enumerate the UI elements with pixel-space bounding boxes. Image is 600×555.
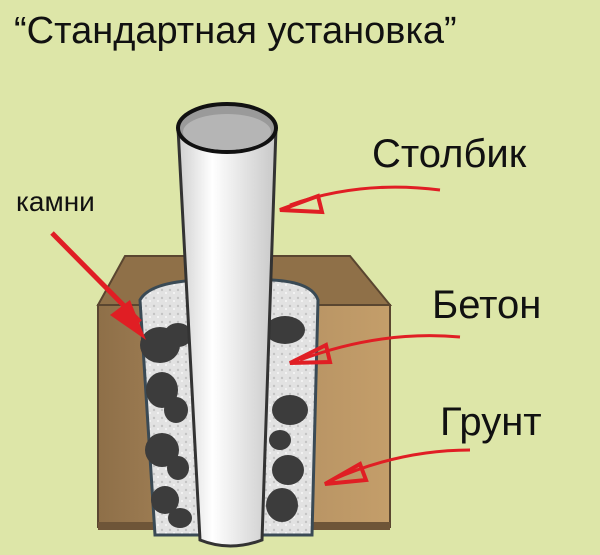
post <box>176 102 278 548</box>
label-soil: Грунт <box>440 400 542 444</box>
label-stones: камни <box>16 186 95 217</box>
label-concrete: Бетон <box>432 283 542 327</box>
arrow-post <box>279 185 441 215</box>
diagram-title: “Стандартная установка” <box>14 10 457 52</box>
label-post: Столбик <box>372 132 527 176</box>
stones <box>140 316 308 528</box>
arrow-stones <box>50 231 146 340</box>
arrow-concrete <box>289 334 461 365</box>
arrow-soil <box>324 448 471 486</box>
